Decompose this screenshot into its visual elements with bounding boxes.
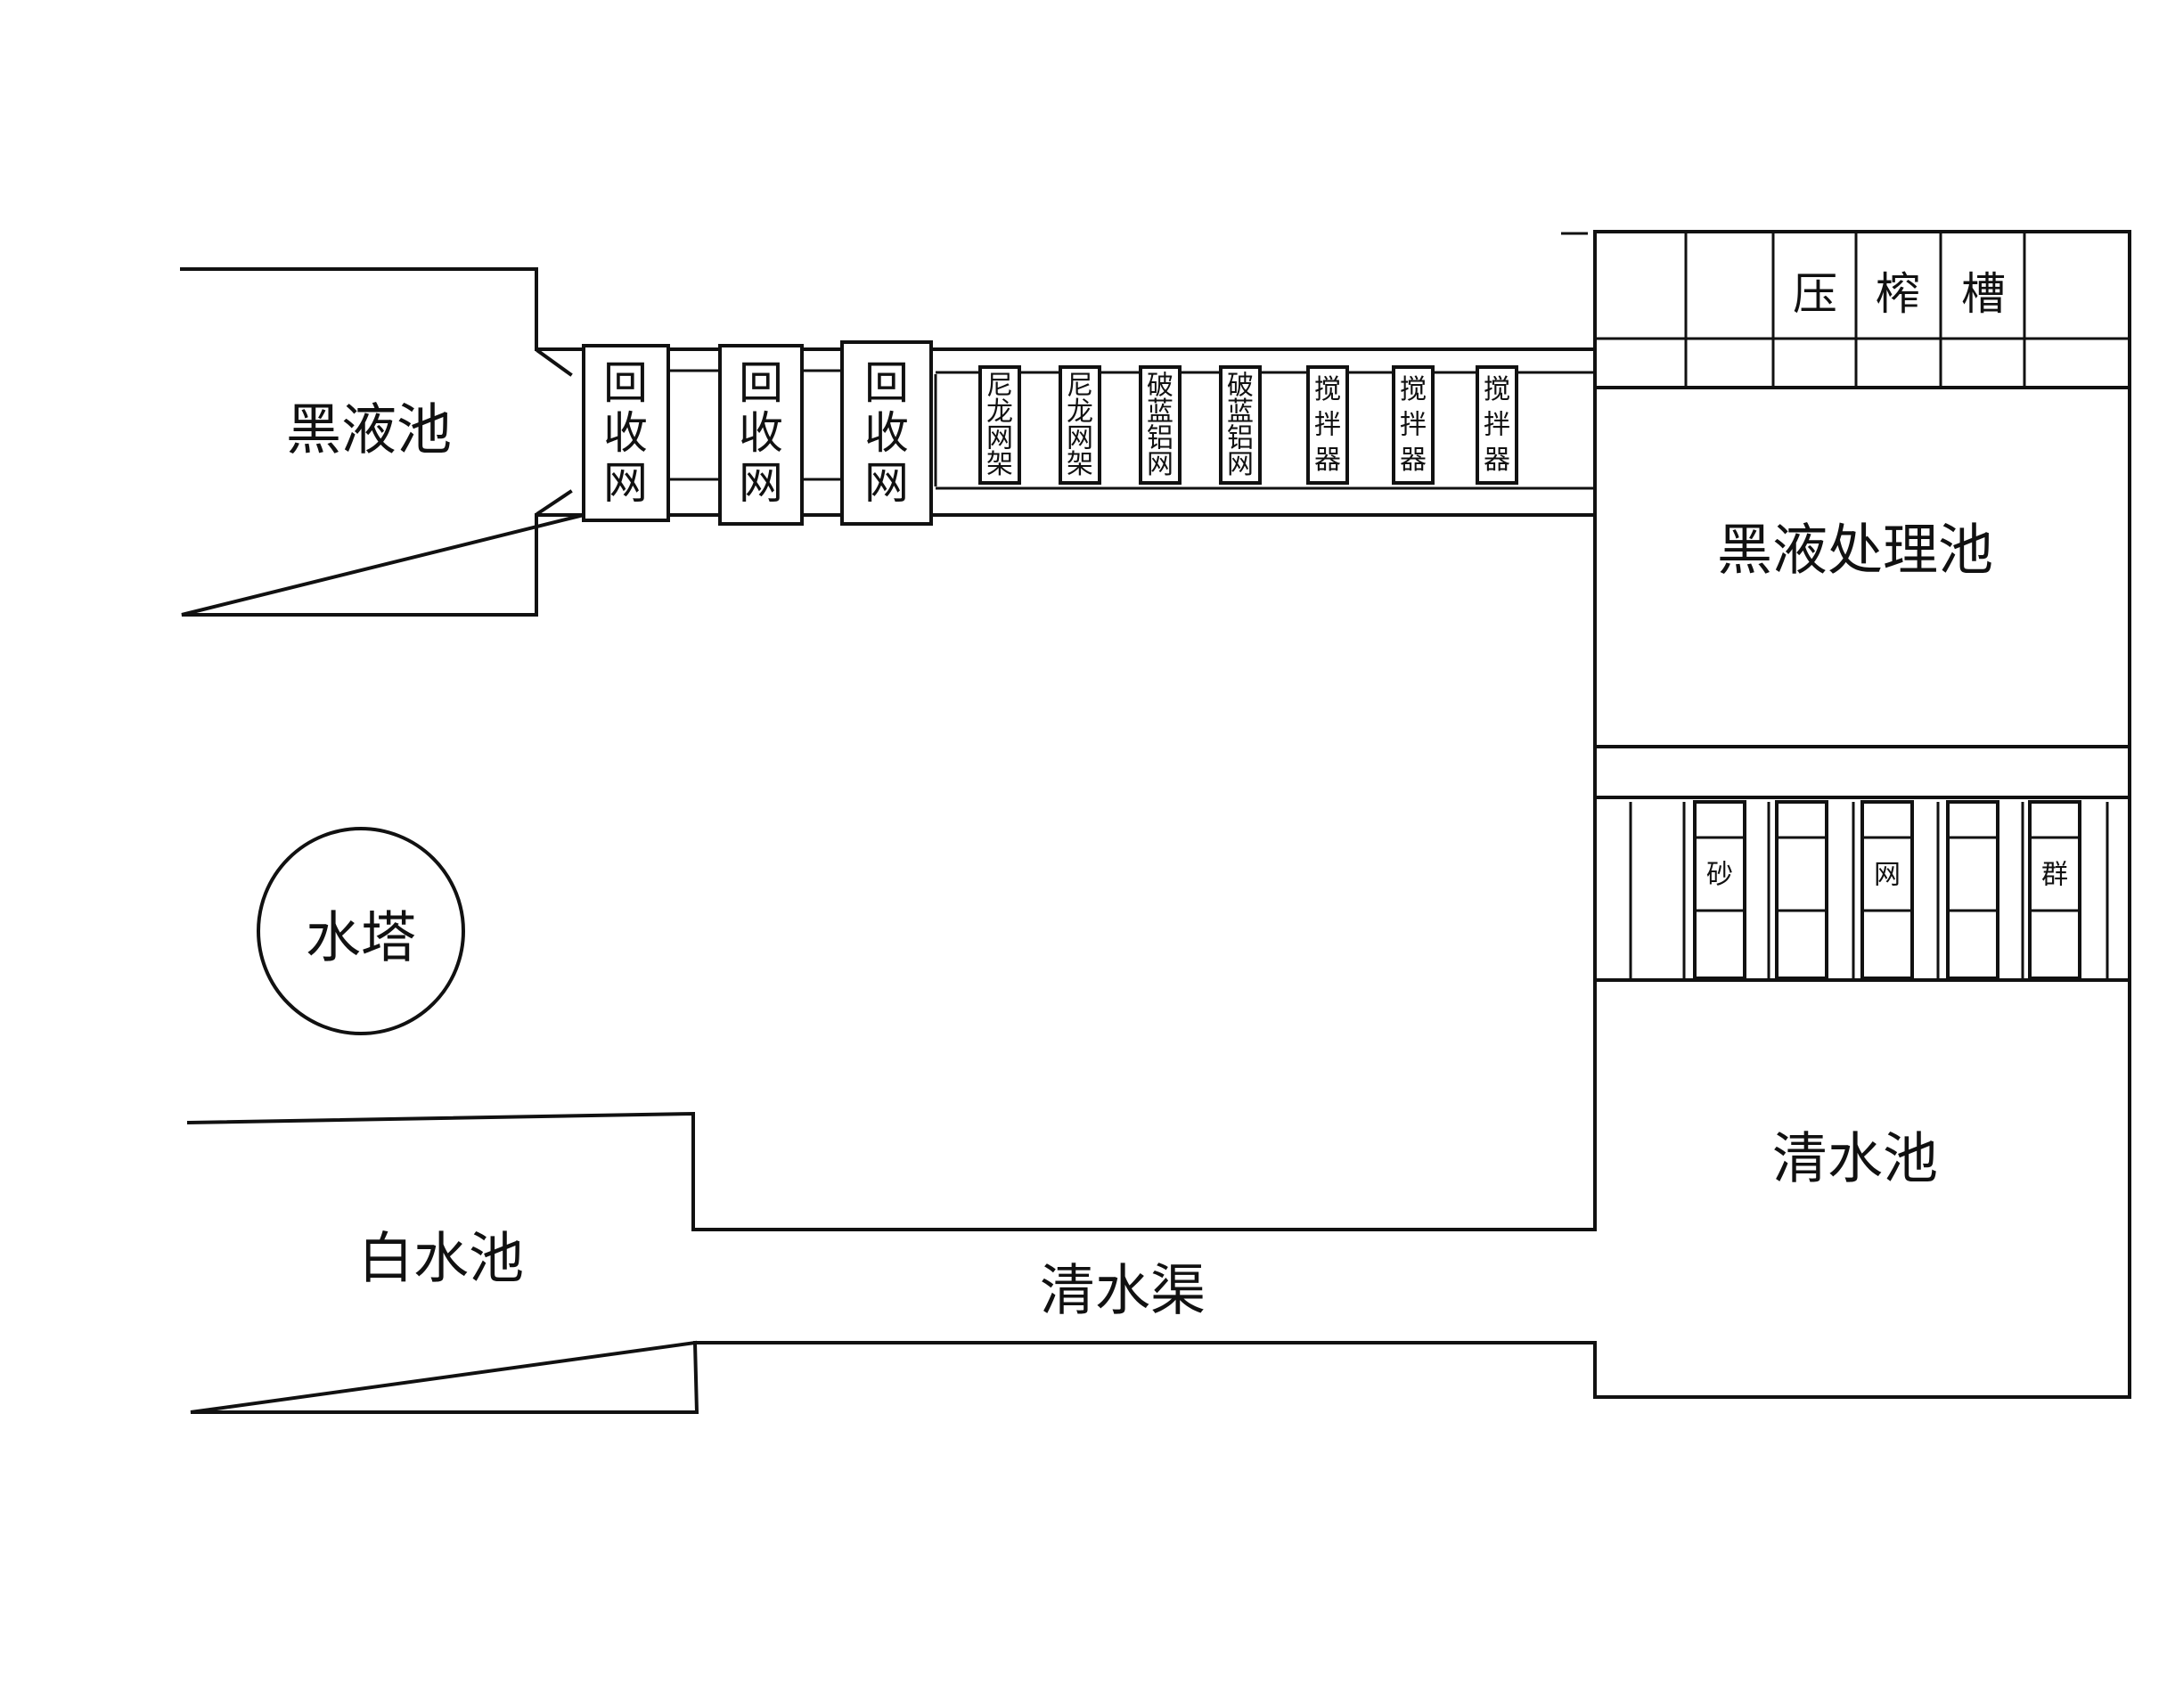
sand-screen-column-4 (1946, 800, 1999, 980)
channel-unit-4-char-2: 蓝 (1227, 396, 1254, 428)
channel-unit-1-char-1: 尼 (986, 370, 1013, 401)
channel-unit-5: 搅拌器 (1306, 365, 1349, 485)
recovery-screen-3-char-1: 回 (864, 357, 909, 409)
sand-screen-group: 砂网群 (1593, 800, 2131, 982)
channel-unit-5-char-1: 搅 (1314, 374, 1341, 405)
recovery-screen-2-char-3: 网 (739, 457, 783, 509)
channel-unit-2-char-1: 尼 (1067, 370, 1093, 401)
channel-unit-2-char-2: 龙 (1067, 396, 1093, 428)
recovery-screen-2-char-2: 收 (739, 407, 783, 459)
channel-unit-4-char-1: 破 (1227, 370, 1254, 401)
channel-unit-2-char-3: 网 (1067, 422, 1093, 454)
channel-unit-1-char-4: 架 (986, 449, 1013, 480)
clear-water-pool: 清水池 (1772, 1126, 1938, 1191)
channel-unit-6-char-2: 拌 (1400, 410, 1427, 441)
recovery-screen-3: 回 收 网 (840, 340, 933, 526)
clear-water-channel-label: 清水渠 (1040, 1258, 1206, 1323)
recovery-screen-1-char-2: 收 (603, 407, 648, 459)
channel-unit-2-char-4: 架 (1067, 449, 1093, 480)
recovery-screen-1-char-3: 网 (603, 457, 648, 509)
recovery-screen-2: 回 收 网 (718, 344, 804, 526)
recovery-screen-1-char-1: 回 (603, 357, 648, 409)
black-liquor-treatment-pool: 黑液处理池 (1593, 386, 2131, 986)
channel-unit-4-char-3: 铝 (1227, 422, 1254, 454)
channel-unit-1-char-3: 网 (986, 422, 1013, 454)
sand-screen-label-2: 网 (1874, 860, 1901, 891)
sand-screen-label-1: 砂 (1706, 860, 1733, 891)
channel-unit-3-char-1: 破 (1147, 370, 1173, 401)
channel-unit-5-char-2: 拌 (1314, 410, 1341, 441)
channel-unit-7-char-1: 搅 (1484, 374, 1510, 405)
channel-unit-3-char-2: 蓝 (1147, 396, 1173, 428)
channel-unit-4-char-4: 网 (1227, 449, 1254, 480)
press-tank-char-2: 榨 (1876, 268, 1920, 320)
channel-unit-6-char-1: 搅 (1400, 374, 1427, 405)
clear-water-channel: 清水渠 (691, 978, 2131, 1399)
conveyor-channel (535, 347, 1597, 517)
channel-unit-5-char-3: 器 (1314, 445, 1341, 476)
channel-unit-7-char-3: 器 (1484, 445, 1510, 476)
recovery-screen-3-char-3: 网 (864, 457, 909, 509)
white-water-pool: 白水池 (186, 1111, 699, 1414)
channel-unit-3-char-3: 铝 (1147, 422, 1173, 454)
sand-screen-column-5 (2028, 800, 2081, 980)
channel-unit-1-char-2: 龙 (986, 396, 1013, 428)
channel-unit-7: 搅拌器 (1476, 365, 1518, 485)
sand-screen-label-3: 群 (2041, 860, 2068, 891)
white-water-pool-label: 白水池 (358, 1226, 524, 1291)
press-tank: 压 榨 槽 (1561, 230, 2131, 389)
black-liquor-pool-label: 黑液池 (286, 397, 452, 462)
black-liquor-treatment-pool-label: 黑液处理池 (1717, 518, 1993, 583)
channel-unit-6-char-3: 器 (1400, 445, 1427, 476)
recovery-screen-2-char-1: 回 (739, 357, 783, 409)
channel-unit-7-char-2: 拌 (1484, 410, 1510, 441)
channel-unit-3-char-4: 网 (1147, 449, 1173, 480)
press-tank-char-3: 槽 (1961, 268, 2006, 320)
sand-screen-column-1 (1693, 800, 1746, 980)
recovery-screen-1: 回 收 网 (582, 344, 670, 522)
channel-unit-6: 搅拌器 (1392, 365, 1435, 485)
sand-screen-column-3 (1860, 800, 1914, 980)
black-liquor-pool: 黑液池 (180, 267, 585, 617)
press-tank-char-1: 压 (1793, 268, 1837, 320)
clear-water-pool-label: 清水池 (1772, 1126, 1938, 1191)
sand-screen-column-2 (1775, 800, 1828, 980)
water-tower-label: 水塔 (306, 905, 416, 970)
water-tower: 水塔 (257, 827, 465, 1035)
recovery-screen-3-char-2: 收 (864, 407, 909, 459)
